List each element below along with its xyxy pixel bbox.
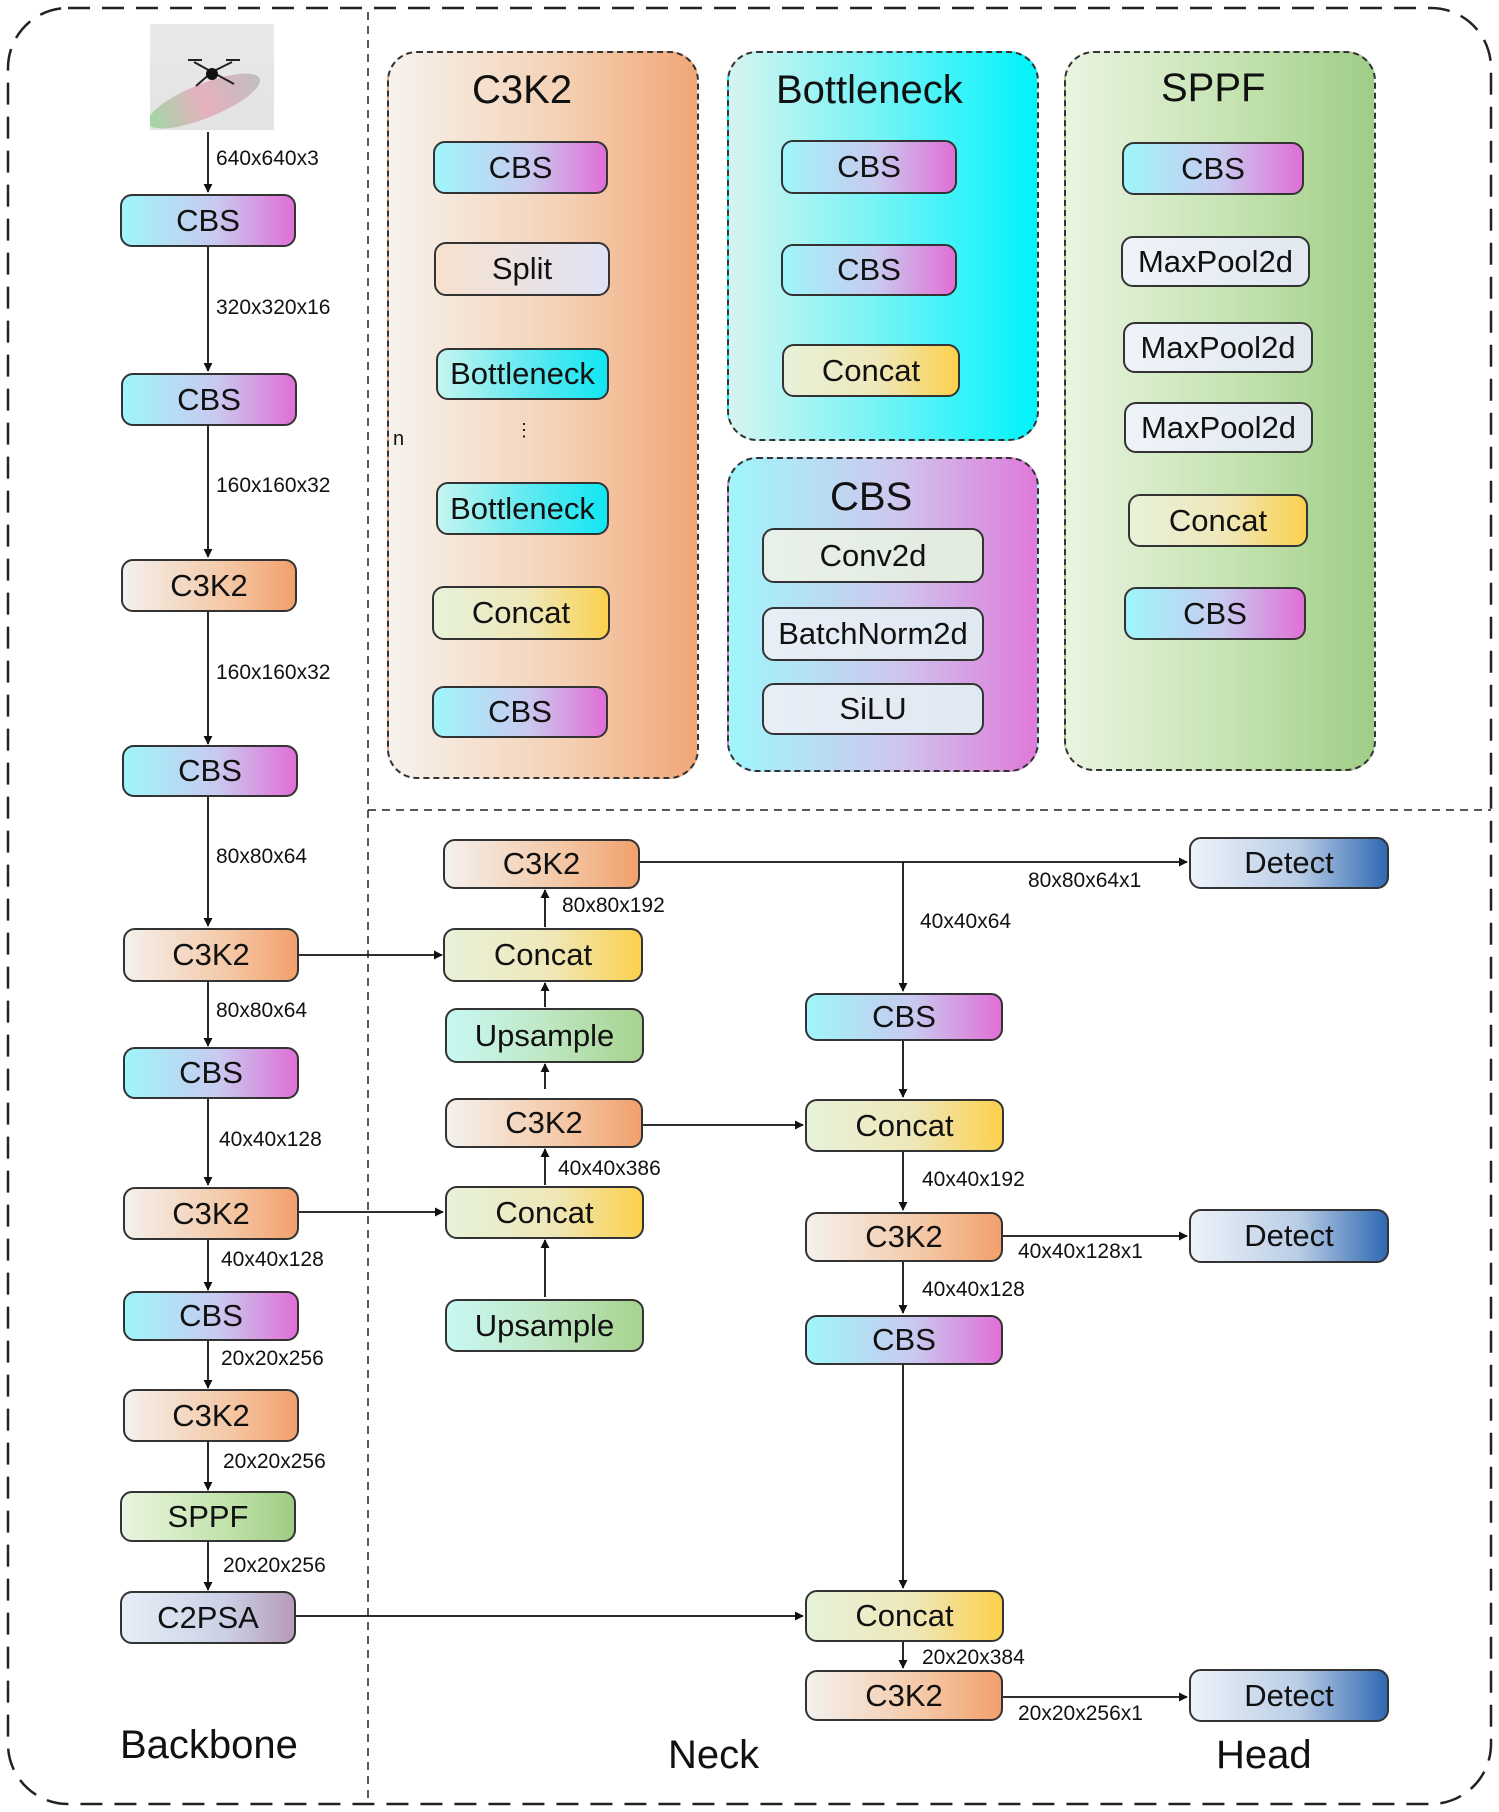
dim-label: 20x20x256 — [223, 1450, 326, 1473]
neck-upsample-1: Upsample — [445, 1008, 644, 1063]
backbone-cbs-1: CBS — [120, 194, 296, 247]
c3k2-split: Split — [434, 242, 610, 296]
repeat-n-label: n — [393, 428, 405, 450]
detect-3: Detect — [1189, 1669, 1389, 1722]
backbone-c3k2-1: C3K2 — [121, 559, 297, 612]
backbone-cbs-2: CBS — [121, 373, 297, 426]
input-image — [150, 24, 274, 130]
backbone-cbs-5: CBS — [123, 1291, 299, 1341]
dim-label: 20x20x384 — [922, 1646, 1025, 1669]
backbone-cbs-3: CBS — [122, 745, 298, 797]
dim-label: 160x160x32 — [216, 474, 331, 497]
neck-cbs-1: CBS — [805, 993, 1003, 1041]
dim-label: 80x80x64x1 — [1028, 869, 1142, 892]
sppf-cbs-top: CBS — [1122, 142, 1304, 195]
dim-label: 80x80x192 — [562, 894, 665, 917]
drone-icon — [188, 59, 240, 87]
cbs-silu: SiLU — [762, 683, 984, 735]
dim-label: 40x40x386 — [558, 1157, 661, 1180]
bottleneck-cbs-1: CBS — [781, 140, 957, 194]
bottleneck-cbs-2: CBS — [781, 244, 957, 296]
dim-label: 40x40x192 — [922, 1168, 1025, 1191]
dim-label: 40x40x128 — [922, 1278, 1025, 1301]
backbone-c3k2-2: C3K2 — [123, 928, 299, 982]
bottleneck-module-title: Bottleneck — [776, 68, 963, 112]
c3k2-bottleneck-1: Bottleneck — [436, 348, 609, 400]
backbone-sppf: SPPF — [120, 1491, 296, 1542]
sppf-maxpool-3: MaxPool2d — [1124, 402, 1313, 453]
cbs-batchnorm2d: BatchNorm2d — [762, 607, 984, 661]
backbone-cbs-4: CBS — [123, 1047, 299, 1099]
neck-c3k2-2: C3K2 — [805, 1212, 1003, 1262]
dim-label: 20x20x256 — [221, 1347, 324, 1370]
neck-concat-1: Concat — [443, 928, 643, 982]
c3k2-cbs-bottom: CBS — [432, 686, 608, 738]
input-size-label: 640x640x3 — [216, 147, 319, 170]
dim-label: 40x40x128 — [219, 1128, 322, 1151]
dim-label: 40x40x128 — [221, 1248, 324, 1271]
dim-label: 40x40x64 — [920, 910, 1012, 933]
neck-concat-3: Concat — [805, 1099, 1004, 1152]
neck-upsample-2: Upsample — [445, 1299, 644, 1352]
dim-label: 40x40x128x1 — [1018, 1240, 1143, 1263]
neck-c3k2-top: C3K2 — [443, 839, 640, 889]
sppf-maxpool-2: MaxPool2d — [1123, 322, 1313, 373]
dim-label: 20x20x256 — [223, 1554, 326, 1577]
section-label-head: Head — [1216, 1733, 1312, 1777]
ellipsis-vertical: ⋮ — [515, 420, 533, 440]
c3k2-module-title: C3K2 — [472, 68, 573, 112]
neck-cbs-2: CBS — [805, 1315, 1003, 1365]
dim-label: 20x20x256x1 — [1018, 1702, 1143, 1725]
neck-concat-2: Concat — [445, 1186, 644, 1239]
bottleneck-concat: Concat — [782, 344, 960, 397]
backbone-c2psa: C2PSA — [120, 1591, 296, 1644]
c3k2-cbs-top: CBS — [433, 141, 608, 194]
section-label-backbone: Backbone — [120, 1723, 298, 1767]
dim-label: 80x80x64 — [216, 845, 308, 868]
sppf-module-title: SPPF — [1161, 66, 1266, 110]
neck-c3k2-mid: C3K2 — [445, 1098, 643, 1148]
backbone-c3k2-4: C3K2 — [123, 1389, 299, 1442]
c3k2-concat: Concat — [432, 586, 610, 640]
backbone-c3k2-3: C3K2 — [123, 1187, 299, 1240]
outer-frame — [6, 6, 1493, 1806]
sppf-maxpool-1: MaxPool2d — [1121, 236, 1310, 287]
cbs-module-title: CBS — [830, 475, 913, 519]
sppf-cbs-bottom: CBS — [1124, 587, 1306, 640]
detect-1: Detect — [1189, 837, 1389, 889]
neck-concat-4: Concat — [805, 1590, 1004, 1642]
section-label-neck: Neck — [668, 1733, 760, 1777]
dim-label: 80x80x64 — [216, 999, 308, 1022]
sppf-concat: Concat — [1128, 494, 1308, 547]
detect-2: Detect — [1189, 1209, 1389, 1263]
dim-label: 160x160x32 — [216, 661, 331, 684]
c3k2-bottleneck-2: Bottleneck — [436, 482, 609, 535]
cbs-conv2d: Conv2d — [762, 528, 984, 583]
neck-c3k2-3: C3K2 — [805, 1670, 1003, 1721]
dim-label: 320x320x16 — [216, 296, 331, 319]
